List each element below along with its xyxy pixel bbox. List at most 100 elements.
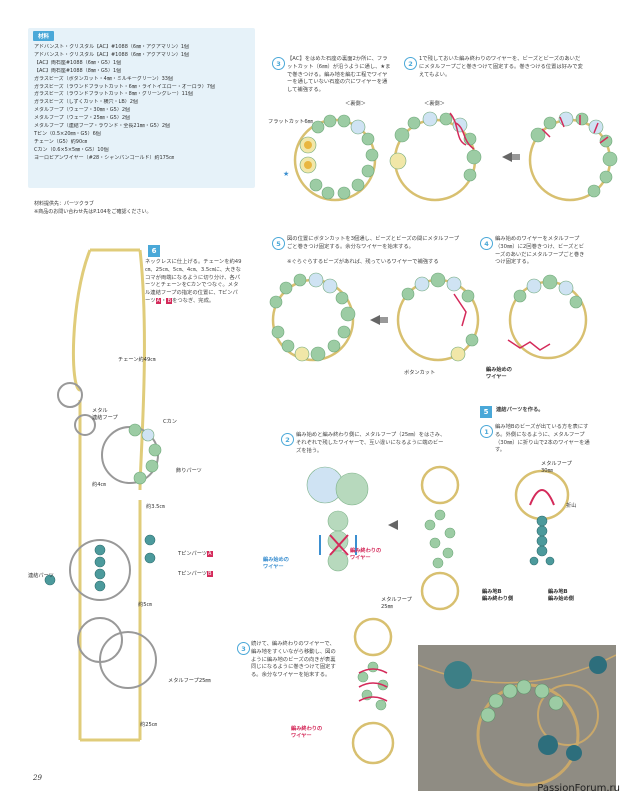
hoop-25-bottom [420,571,460,611]
owari-wire-label-3: 編み終わりの ワイヤー [291,726,323,739]
connect-part-beads [44,534,156,592]
bead-cluster-3 [530,111,618,198]
material-item: 【AC】両石座#1088（8㎜・G5）1個 [34,67,122,74]
yaku4-label: 約4㎝ [92,482,106,488]
amiB-owari-label: 編み地B 編み終わり側 [482,589,514,602]
amiB-hajime-label: 編み地B 編み始め側 [548,589,574,602]
materials-list: アドバンスト・クリスタル【AC】#1088（6㎜・アクアマリン）1個 アドバンス… [34,44,252,163]
step-5-text: 図の位置にボタンカットを3個通し、ビーズとビーズの間にメタルフープごと巻きつけ固… [287,236,460,250]
watermark: PassionForum.ru [537,783,620,794]
material-item: Cカン（0.6×5×5㎜・G5）10個 [34,146,109,153]
hoop-25-top [420,465,460,505]
part-step-2-text: 編み始めと編み終わり側に、メタルフープ（25㎜）をはさみ、それぞれで残したワイヤ… [296,432,446,454]
metal-connect-hoop-1 [57,382,83,408]
red-wire-5 [453,293,467,327]
part-5-title: 連結パーツを作る。 [496,407,544,413]
hoop-bottom [351,721,395,765]
material-item: チェーン（G5）約90㎝ [34,138,88,145]
materials-box [28,28,255,188]
necklace-diagram [44,248,162,742]
hajime-wire-label: 編み始めの ワイヤー [263,557,289,570]
material-item: ガラスビーズ（ラウンドフラットカット・6㎜・ライトイエロー・オーロラ）7個 [34,83,215,90]
top-ring-diagrams [293,111,618,202]
tpinB-label: TピンパーツB [178,571,213,577]
arrow-icon [502,152,512,162]
crystal-stone-1 [304,141,312,149]
metal-renketsu-label: メタル 連結フープ [92,408,118,421]
kazari-label: 飾りパーツ [176,468,202,474]
material-item: アドバンスト・クリスタル【AC】#1088（6㎜・アクアマリン）1個 [34,44,190,50]
yaku5-label: 約5㎝ [138,602,152,608]
step-5-subnote: ※ぐらぐらするビーズがあれば、残っているワイヤーで補強する [287,259,439,265]
metal-connect-hoop-2 [74,414,96,436]
material-item: ガラスビーズ（ボタンカット・4㎜・ミルキーグリーン）33個 [34,75,173,82]
photo-illustration [418,645,616,791]
bead-cluster-4 [269,272,356,362]
vertical-beads [424,509,456,569]
ckan-label: Cカン [163,419,177,425]
metal25-label: メタルフープ25㎜ [168,678,211,684]
bead-cluster-1 [299,114,379,200]
deco-beads [128,423,162,485]
red-wire-6 [507,339,551,351]
beads-step3 [357,661,389,711]
bead-cluster-5 [401,272,479,362]
owari-wire-label: 編み終わりの ワイヤー [350,548,382,561]
arrow-icon [388,520,398,530]
connector-diagrams [306,465,570,611]
large-hoop-4 [99,631,157,689]
part-step-1-text: 編み地Bのビーズが出ている方を表にする。外側になるように、メタルフープ（30㎜）… [495,424,590,454]
crystal-stone-2 [304,161,312,169]
red-wire-wrap [358,668,388,702]
renketsu-label: 連結パーツ [28,573,54,579]
hoop25-label: メタルフープ 25㎜ [381,597,412,610]
yaku25-label: 約25㎝ [140,722,157,728]
chain-lower [78,400,142,742]
buttoncut-label: ボタンカット [404,370,436,376]
step-3-badge: 3 [272,57,285,70]
tpinA-label: TピンパーツA [178,551,213,557]
bead-column [529,515,555,566]
large-hoop-2 [69,539,131,601]
step-2-text: 1で残しておいた編み終わりのワイヤーを、ビーズとビーズのあいだにメタルフープごと… [419,56,583,78]
material-item: メタルフープ（ウェーブ・30㎜・G5）2個 [34,107,131,114]
ura-label-2: ＜裏側＞ [424,101,445,107]
necklace-photo [418,645,616,791]
part-step-3-text: 続けて、編み終わりのワイヤーで、編み地をすくいながら移動し、図のように編み地のビ… [251,641,336,679]
amihajime-wire-label: 編み始めの ワイヤー [486,367,512,380]
middle-ring-diagrams [269,272,588,362]
connector-step3-diagram [351,617,395,765]
oriyama-label: 折山 [566,503,577,509]
step-4-text: 編み始めのワイヤーをメタルフープ（30㎜）に2回巻きつけ、ビーズとビーズのあいだ… [495,236,585,266]
material-item: Tピン（0.5×20㎜・G5）6個 [34,130,101,137]
ura-label-1: ＜裏側＞ [345,101,366,107]
step-2-badge: 2 [404,57,417,70]
flatcut-label: フラットカット6㎜ [268,119,313,125]
material-item: ガラスビーズ（ラウンドフラットカット・8㎜・グリーングレー）11個 [34,91,193,98]
material-item: アドバンスト・クリスタル【AC】#1088（6㎜・アクアマリン）1個 [34,51,190,58]
material-item: ガラスビーズ（しずくカット・横穴・LB）2個 [34,99,138,106]
step-6-badge: 6 [148,245,160,257]
arrow-icon [370,315,380,325]
materials-title: 材料 [33,31,55,41]
material-item: 【AC】両石座#1088（6㎜・G5）1個 [34,59,122,66]
bead-cluster-2 [389,111,482,182]
part-step-3-badge: 3 [237,642,250,655]
red-wire-2 [449,112,475,150]
part-step-2-badge: 2 [281,433,294,446]
yaku35-label: 約3.5㎝ [146,504,165,510]
step-6-text: ネックレスに仕上げる。チェーンを約49㎝、25㎝、5㎝、4㎝、3.5㎝に、大きな… [145,259,242,304]
material-item: メタルフープ（連結フープ・ラウンド・全長21㎜・G5）2個 [34,123,171,130]
page-number: 29 [33,774,42,782]
bead-cluster-6 [513,274,583,309]
chain49-label: チェーン約49㎝ [118,357,156,363]
red-wire-cross [329,534,349,556]
step-4-badge: 4 [480,237,493,250]
blue-wire [319,535,357,555]
material-item: ヨーロピアンワイヤー（#28・シャンパンゴールド）約175㎝ [34,154,174,161]
step-5-badge: 5 [272,237,285,250]
star-mark: ★ [283,170,290,178]
hoop-30 [514,469,570,521]
part-5-badge: 5 [480,406,492,418]
step-3-text: 【AC】をはめた石座の裏面2か所に、フラットカット（6㎜）が沿うように通し、★ま… [287,56,391,94]
